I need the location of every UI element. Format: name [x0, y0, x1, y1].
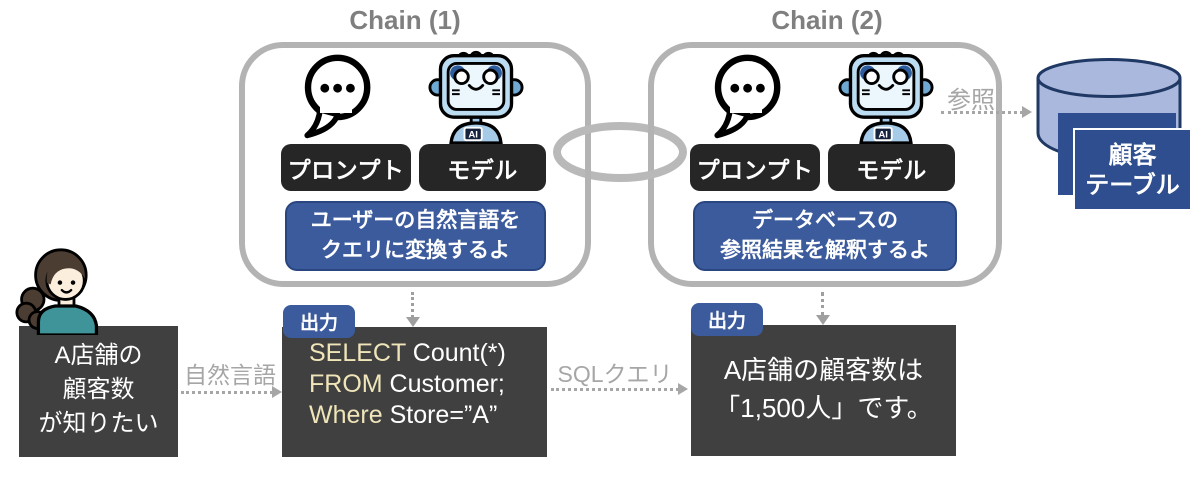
chain1-prompt-button: プロンプト: [281, 144, 411, 191]
reference-label: 参照: [947, 87, 995, 114]
robot-ai-label: AI: [468, 129, 478, 140]
sql-keyword-select: SELECT: [309, 339, 406, 367]
chain2-output-arrow: [821, 292, 824, 316]
sql-query-arrow: [551, 388, 679, 391]
chain1-border-weave-patch: [585, 162, 591, 187]
chain2-description-line1: データベースの: [752, 209, 898, 232]
chain2-output-arrowhead-icon: [816, 315, 830, 325]
reference-arrow: [941, 111, 1023, 114]
output-badge-answer: 出力: [691, 303, 763, 336]
sql-line3: Where Store=”A”: [309, 400, 547, 431]
sql-keyword-where: Where: [309, 401, 383, 429]
chain1-output-arrowhead-icon: [406, 317, 420, 327]
natural-language-label: 自然言語: [184, 362, 276, 388]
sql-line2-rest: Customer;: [382, 370, 505, 398]
customer-table-label-line2: テーブル: [1085, 172, 1180, 199]
sql-keyword-from: FROM: [309, 370, 383, 398]
natural-language-arrowhead-icon: [272, 386, 282, 398]
ai-robot-icon: AI: [428, 50, 524, 145]
user-request-line2: 顧客数: [62, 376, 135, 403]
speech-bubble-icon: [304, 54, 371, 139]
answer-output-box: A店舗の顧客数は 「1,500人」です。: [691, 325, 956, 456]
user-request-line1: A店舗の: [54, 342, 143, 369]
chain1-description: ユーザーの自然言語を クエリに変換するよ: [285, 201, 546, 271]
reference-arrowhead-icon: [1022, 106, 1032, 118]
ai-robot-icon: AI: [838, 50, 934, 145]
chain1-output-arrow: [411, 292, 414, 318]
chain2-title: Chain (2): [771, 5, 883, 35]
natural-language-arrow: [181, 391, 273, 394]
sql-line2: FROM Customer;: [309, 369, 547, 400]
chain1-title: Chain (1): [349, 5, 461, 35]
sql-line3-rest: Store=”A”: [382, 401, 498, 429]
speech-bubble-icon: [714, 54, 781, 139]
customer-table-card: 顧客 テーブル: [1073, 128, 1192, 211]
sql-line1-rest: Count(*): [405, 339, 506, 367]
chain2-prompt-button: プロンプト: [690, 144, 820, 191]
chain2-description: データベースの 参照結果を解釈するよ: [693, 201, 957, 271]
answer-line2: 「1,500人」です。: [714, 393, 933, 423]
chain2-border-weave-patch: [648, 117, 654, 142]
sql-query-arrowhead-icon: [678, 383, 688, 395]
answer-line1: A店舗の顧客数は: [723, 355, 924, 385]
sql-query-label: SQLクエリ: [557, 361, 673, 387]
customer-table-label-line1: 顧客: [1108, 142, 1157, 169]
chain1-description-line2: クエリに変換するよ: [321, 239, 510, 262]
chain1-description-line1: ユーザーの自然言語を: [310, 209, 521, 232]
sql-line1: SELECT Count(*): [309, 338, 547, 369]
chain1-model-button: モデル: [419, 144, 546, 191]
robot-ai-label: AI: [878, 129, 888, 140]
output-badge-sql: 出力: [283, 305, 355, 338]
sql-output-box: SELECT Count(*) FROM Customer; Where Sto…: [282, 327, 547, 457]
user-person-icon: [15, 248, 99, 335]
chain2-model-button: モデル: [828, 144, 955, 191]
chain-link-ellipse-icon: [553, 122, 687, 182]
chain2-description-line2: 参照結果を解釈するよ: [720, 239, 930, 262]
user-request-box: A店舗の 顧客数 が知りたい: [19, 326, 178, 457]
user-request-line3: が知りたい: [38, 410, 159, 437]
